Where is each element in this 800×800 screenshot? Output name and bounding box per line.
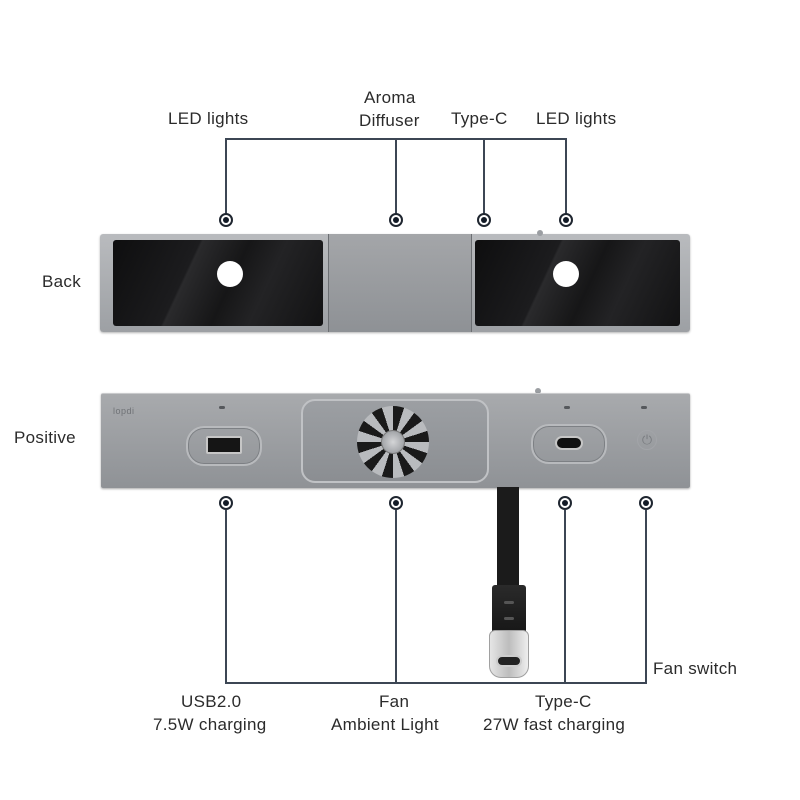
marker-dot-icon xyxy=(389,213,403,227)
label-type-c-back: Type-C xyxy=(451,109,508,128)
marker-dot-icon xyxy=(558,496,572,510)
fan-plate xyxy=(301,399,489,483)
label-led-lights-right: LED lights xyxy=(536,109,617,128)
device-pin xyxy=(535,388,541,394)
plug-connector xyxy=(496,655,522,667)
label-led-lights-left: LED lights xyxy=(168,109,249,128)
usb-a-port-icon xyxy=(206,436,242,454)
type-c-plug-icon xyxy=(489,630,529,678)
label-type-c-front-line1: Type-C xyxy=(535,692,592,711)
brand-logo: lopdi xyxy=(113,406,135,416)
cable xyxy=(497,487,519,587)
leader-aroma xyxy=(395,138,397,214)
power-icon: ⏻ xyxy=(637,430,657,450)
bottom-leader-horizontal xyxy=(225,682,647,684)
led-light-icon xyxy=(217,261,243,287)
marker-dot-icon xyxy=(219,213,233,227)
label-fan-line2: Ambient Light xyxy=(331,715,439,734)
label-fan-switch: Fan switch xyxy=(653,659,738,678)
device-front-view: lopdi ⏻ xyxy=(101,393,690,488)
led-light-panel-left xyxy=(113,240,323,326)
label-fan-line1: Fan xyxy=(379,692,410,711)
leader-type-c-front xyxy=(564,510,566,684)
leader-led-left xyxy=(225,138,227,214)
marker-dot-icon xyxy=(477,213,491,227)
fan-hub xyxy=(381,430,405,454)
usb-port-surround xyxy=(186,426,262,466)
marker-dot-icon xyxy=(639,496,653,510)
indicator-led xyxy=(219,406,225,409)
fan-icon xyxy=(357,406,429,478)
marker-dot-icon xyxy=(389,496,403,510)
leader-led-right xyxy=(565,138,567,214)
device-pin xyxy=(537,230,543,236)
label-usb-line2: 7.5W charging xyxy=(153,715,267,734)
type-c-port-surround xyxy=(531,424,607,464)
label-front-view: Positive xyxy=(14,428,76,447)
leader-usb xyxy=(225,510,227,684)
led-light-panel-right xyxy=(475,240,680,326)
led-light-icon xyxy=(553,261,579,287)
marker-dot-icon xyxy=(219,496,233,510)
leader-type-c-back xyxy=(483,138,485,214)
device-back-view xyxy=(100,234,690,332)
plug-grip xyxy=(504,601,514,604)
marker-dot-icon xyxy=(559,213,573,227)
plug-grip xyxy=(504,617,514,620)
label-aroma-line1: Aroma xyxy=(364,88,416,107)
type-c-port-front-icon xyxy=(555,436,583,450)
label-aroma-line2: Diffuser xyxy=(359,111,420,130)
label-usb-line1: USB2.0 xyxy=(181,692,242,711)
leader-fan-switch xyxy=(645,510,647,684)
aroma-diffuser-plate xyxy=(328,234,472,332)
label-back-view: Back xyxy=(42,272,81,291)
leader-fan xyxy=(395,510,397,684)
indicator-led xyxy=(564,406,570,409)
label-type-c-front-line2: 27W fast charging xyxy=(483,715,626,734)
indicator-led xyxy=(641,406,647,409)
